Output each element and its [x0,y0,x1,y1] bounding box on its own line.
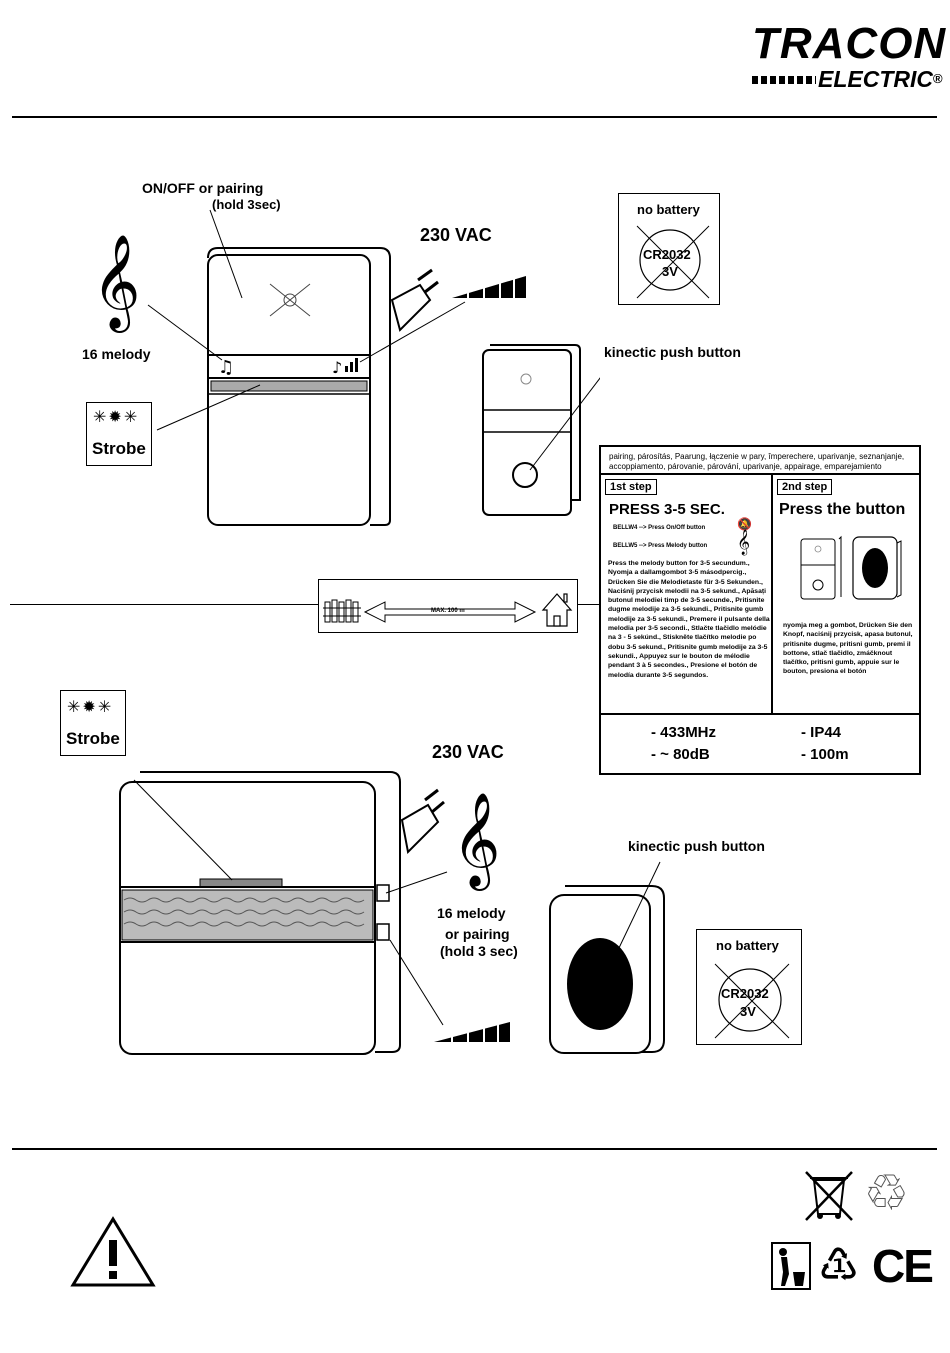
ce-mark-icon: CE [872,1240,934,1292]
strobe-label: Strobe [92,439,146,458]
battery-model-bottom: CR2032 [721,986,769,1001]
push-button-label-bottom: kinectic push button [628,838,765,854]
spec-ip-rating: - IP44 [801,724,842,741]
no-battery-label: no battery [637,202,700,217]
step-2-text: nyomja meg a gombot, Drücken Sie den Kno… [783,622,913,676]
bellw4-note: BELLW4 --> Press On/Off button [613,525,706,531]
tidy-man-icon [771,1242,811,1290]
strobe-light-bar [210,380,368,392]
power-plug-bottom [400,803,440,855]
voltage-label: 230 VAC [420,225,492,245]
bell-icon [520,373,532,385]
step-2-title: Press the button [779,501,906,518]
push-button-label: kinectic push button [604,344,741,360]
pairing-label-bottom: or pairing [445,926,510,942]
warning-icon [70,1216,156,1287]
volume-ramp-icon-bottom [434,1022,510,1042]
bellw5-note: BELLW5 --> Press Melody button [613,543,708,549]
house-icon [541,593,573,627]
range-arrow [363,601,537,623]
top-device-drawing: ♫ ♪ [147,209,600,526]
onoff-hold-label: (hold 3sec) [212,197,281,212]
range-box: MAX. 100 m [318,579,578,633]
strobe-light-bar-bottom [199,878,283,888]
volume-ramp-icon [452,276,526,298]
range-line-left [10,604,318,605]
no-battery-label-bottom: no battery [716,938,779,953]
onoff-label: ON/OFF or pairing [142,180,264,196]
range-line-right [578,604,600,605]
speaker-grille [121,889,374,941]
spec-frequency: - 433MHz [651,724,717,741]
treble-clef-icon-bottom: 𝄞 [452,792,501,887]
step-1-title: PRESS 3-5 SEC. [609,501,725,518]
recycle-loop-icon: ♳ [818,1238,860,1292]
strobe-flash-icon: ✳✹✳ [67,699,114,716]
volume-button-icon: ♪ [332,358,342,377]
specifications: - 433MHz - IP44 - ~ 80dB - 100m [601,713,919,773]
step-1-column: 1st step PRESS 3-5 SEC. BELLW4 --> Press… [601,475,773,713]
strobe-label-bottom: Strobe [66,729,120,748]
header-divider [12,116,937,118]
battery-crossed-icon-bottom [714,963,790,1039]
step-1-text: Press the melody button for 3-5 secundum… [608,560,770,679]
bell-mute-icon [269,283,311,317]
spec-range: - 100m [801,746,849,763]
logo-dashes [752,76,816,84]
battery-voltage: 3V [662,264,678,279]
melody-button-icon: ♫ [218,357,234,378]
hold-label-bottom: (hold 3 sec) [440,943,518,959]
pairing-instructions-panel: pairing, párosítás, Paarung, łączenie w … [599,445,921,775]
melody-side-button [376,884,390,902]
push-button-circle [512,462,538,488]
brand-subtitle: ELECTRIC® [818,66,943,92]
fence-icon [323,599,361,623]
pairing-words: pairing, párosítás, Paarung, łączenie w … [601,447,919,475]
battery-crossed-icon [636,225,710,299]
volume-side-button [376,923,390,941]
battery-model: CR2032 [643,247,691,262]
bottom-device-drawing [119,771,665,1055]
battery-voltage-bottom: 3V [740,1004,756,1019]
melody-label: 16 melody [82,346,151,362]
voltage-label-bottom: 230 VAC [432,742,504,762]
weee-bin-icon [805,1171,853,1221]
step-2-devices-illustration [800,535,902,600]
no-battery-box-bottom: no battery CR2032 3V [696,929,802,1045]
footer-divider [12,1148,937,1150]
no-battery-box: no battery CR2032 3V [618,193,720,305]
recycle-icon: ♲ [864,1164,909,1222]
step-1-tag: 1st step [605,479,657,495]
range-distance: MAX. 100 m [431,608,465,614]
strobe-flash-icon: ✳✹✳ [93,409,140,426]
strobe-box: ✳✹✳ Strobe [86,402,152,466]
bell-mute-small-icon: 🔕 [737,517,752,531]
treble-clef-icon: 𝄞 [92,234,141,329]
spec-loudness: - ~ 80dB [651,746,710,763]
push-button-pad [567,938,633,1030]
strobe-box-bottom: ✳✹✳ Strobe [60,690,126,756]
melody-label-bottom: 16 melody [437,905,506,921]
treble-clef-small-icon: 𝄞 [737,530,751,555]
step-2-tag: 2nd step [777,479,833,495]
step-2-column: 2nd step Press the button nyomja meg a g… [773,475,919,713]
brand-name: TRACON [752,19,947,68]
power-plug [390,283,432,332]
